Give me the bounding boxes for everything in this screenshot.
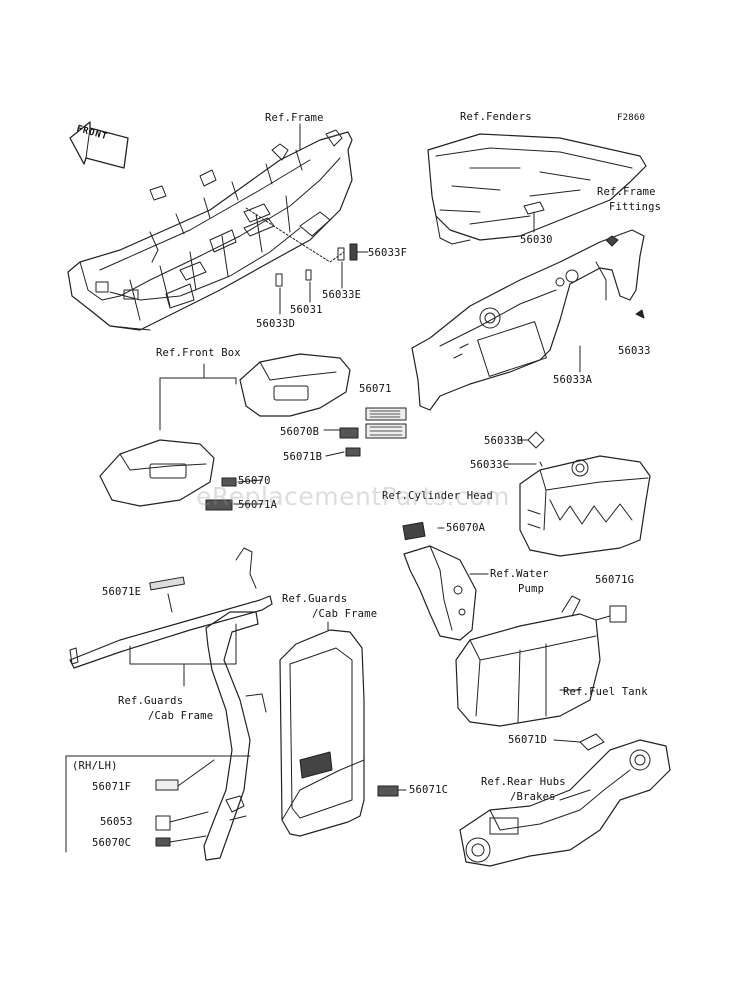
label-ref-front-box: Ref.Front Box — [156, 347, 241, 359]
part-56053: 56053 — [100, 816, 133, 828]
label-ref-rear-hubs-line2: /Brakes — [510, 791, 556, 803]
fenders-drawing — [427, 133, 647, 245]
part-56071A: 56071A — [238, 499, 278, 511]
part-56033E: 56033E — [322, 289, 362, 301]
part-56071C: 56071C — [409, 784, 449, 796]
part-56030: 56030 — [520, 234, 553, 246]
cab-door-drawing — [279, 621, 407, 837]
label-ref-guards-cab-frame-bottom-line2: /Cab Frame — [148, 710, 214, 722]
part-56070: 56070 — [238, 475, 271, 487]
part-56033: 56033 — [618, 345, 651, 357]
rear-hubs-drawing — [459, 733, 671, 867]
guards-bar-drawing — [69, 547, 273, 687]
label-ref-water-pump-line1: Ref.Water — [490, 568, 549, 580]
label-ref-frame-fittings-line1: Ref.Frame — [597, 186, 656, 198]
label-ref-rear-hubs-line1: Ref.Rear Hubs — [481, 776, 566, 788]
frame-leaders — [279, 123, 369, 315]
part-56071G: 56071G — [595, 574, 635, 586]
diagram-code: F2860 — [617, 113, 646, 123]
label-ref-water-pump-line2: Pump — [518, 583, 545, 595]
label-ref-fuel-tank: Ref.Fuel Tank — [563, 686, 648, 698]
label-ref-guards-cab-frame-bottom-line1: Ref.Guards — [118, 695, 184, 707]
part-56033A: 56033A — [553, 374, 593, 386]
part-56070A: 56070A — [446, 522, 486, 534]
label-ref-frame-fittings-line2: Fittings — [609, 201, 662, 213]
label-ref-fenders: Ref.Fenders — [460, 111, 532, 123]
watermark-text: eReplacementParts.com — [196, 482, 510, 511]
label-ref-cylinder-head: Ref.Cylinder Head — [382, 490, 493, 502]
guards-pillar-drawing — [155, 611, 267, 861]
part-56033C: 56033C — [470, 459, 510, 471]
front-box-drawing — [99, 353, 407, 511]
label-ref-frame: Ref.Frame — [265, 112, 324, 124]
part-56033F: 56033F — [368, 247, 408, 259]
cylinder-head-drawing — [503, 431, 651, 557]
part-56033D: 56033D — [256, 318, 296, 330]
part-56071B: 56071B — [283, 451, 323, 463]
front-arrow-icon — [69, 121, 129, 169]
fuel-tank-drawing — [455, 595, 627, 727]
water-pump-drawing — [402, 521, 489, 641]
label-ref-guards-cab-frame-top-line2: /Cab Frame — [312, 608, 378, 620]
part-56071E: 56071E — [102, 586, 142, 598]
label-rh-lh: (RH/LH) — [72, 760, 118, 772]
part-56071F: 56071F — [92, 781, 132, 793]
part-56033B: 56033B — [484, 435, 524, 447]
part-56031: 56031 — [290, 304, 323, 316]
part-56071D: 56071D — [508, 734, 548, 746]
part-56070B: 56070B — [280, 426, 320, 438]
label-ref-guards-cab-frame-top-line1: Ref.Guards — [282, 593, 348, 605]
frame-drawing — [67, 129, 358, 331]
part-56070C: 56070C — [92, 837, 132, 849]
frame-fittings-drawing — [411, 229, 645, 411]
part-56071: 56071 — [359, 383, 392, 395]
